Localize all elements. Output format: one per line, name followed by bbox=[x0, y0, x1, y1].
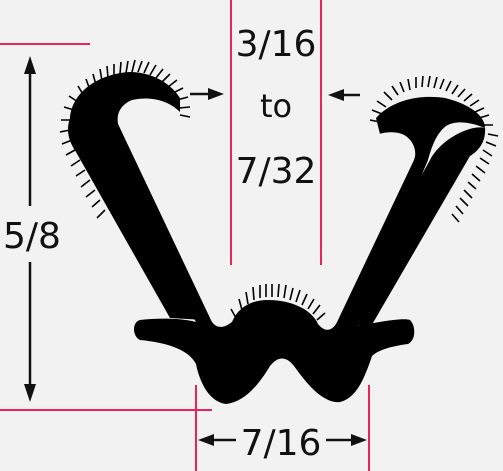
right-curl-bristles bbox=[369, 75, 499, 223]
guide-lines bbox=[0, 0, 370, 471]
w-profile bbox=[68, 72, 486, 404]
bristles bbox=[59, 59, 499, 321]
base-arrow-head-right bbox=[351, 434, 367, 446]
left-arm bbox=[68, 112, 205, 321]
gap-label-bottom: 7/32 bbox=[236, 151, 317, 192]
gap-left-arrow-head bbox=[208, 88, 224, 100]
height-arrow-head-down bbox=[24, 384, 36, 402]
left-curl-bristles bbox=[59, 59, 191, 219]
gap-right-arrow-head bbox=[328, 89, 344, 101]
arrows bbox=[24, 56, 367, 446]
center-bristles bbox=[230, 283, 326, 321]
right-arm bbox=[340, 127, 486, 328]
height-arrow-head-up bbox=[24, 56, 36, 74]
base-arrow-head-left bbox=[198, 434, 214, 446]
gap-label-mid: to bbox=[260, 87, 292, 125]
profile-body bbox=[70, 72, 485, 404]
base-width-label: 7/16 bbox=[241, 423, 322, 464]
gap-label-top: 3/16 bbox=[236, 24, 317, 65]
height-label: 5/8 bbox=[3, 216, 61, 257]
